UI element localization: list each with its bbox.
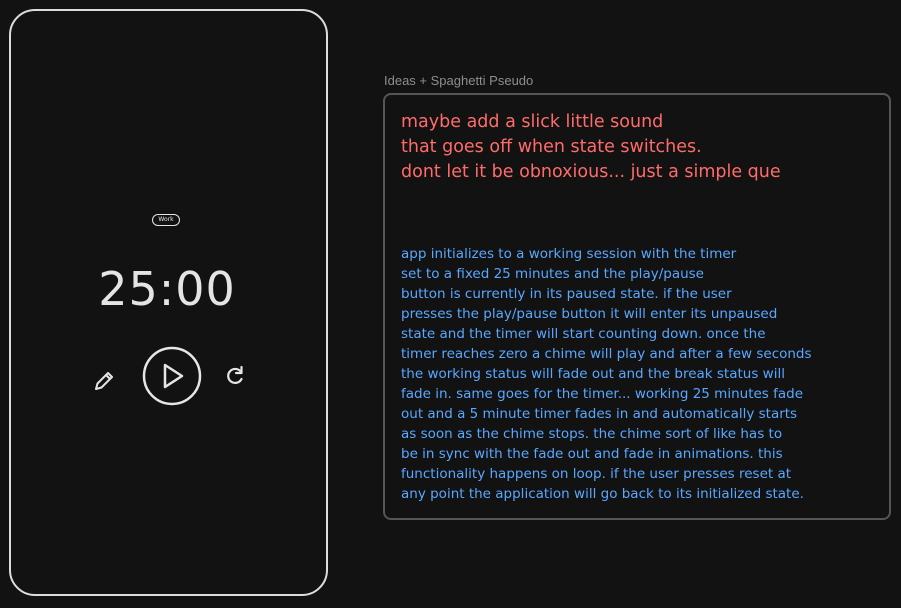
pseudo-line: set to a fixed 25 minutes and the play/p… <box>401 266 704 282</box>
timer-app-frame <box>9 9 328 596</box>
pseudo-line: app initializes to a working session wit… <box>401 246 737 262</box>
pseudo-line: button is currently in its paused state.… <box>401 286 732 302</box>
notes-textarea[interactable]: maybe add a slick little sound that goes… <box>383 93 891 520</box>
status-badge: Work <box>152 214 180 226</box>
play-pause-button[interactable] <box>141 345 203 407</box>
pseudo-text: app initializes to a working session wit… <box>401 244 812 504</box>
idea-line: that goes off when state switches. <box>401 137 702 157</box>
pseudo-line: timer reaches zero a chime will play and… <box>401 346 812 362</box>
pseudo-line: state and the timer will start counting … <box>401 326 766 342</box>
play-icon <box>142 346 202 406</box>
pseudo-line: be in sync with the fade out and fade in… <box>401 446 783 462</box>
edit-button[interactable] <box>91 368 117 394</box>
idea-text: maybe add a slick little sound that goes… <box>401 110 781 185</box>
pseudo-line: out and a 5 minute timer fades in and au… <box>401 406 798 422</box>
pencil-icon <box>95 372 113 390</box>
pseudo-line: as soon as the chime stops. the chime so… <box>401 426 783 442</box>
timer-display: 25:00 <box>98 262 236 316</box>
reset-icon <box>227 365 243 384</box>
reset-button[interactable] <box>222 363 248 389</box>
notes-label: Ideas + Spaghetti Pseudo <box>384 73 534 88</box>
pseudo-line: presses the play/pause button it will en… <box>401 306 778 322</box>
pseudo-line: any point the application will go back t… <box>401 486 804 502</box>
pseudo-line: functionality happens on loop. if the us… <box>401 466 792 482</box>
pseudo-line: the working status will fade out and the… <box>401 366 785 382</box>
pseudo-line: fade in. same goes for the timer... work… <box>401 386 804 402</box>
idea-line: dont let it be obnoxious... just a simpl… <box>401 162 781 182</box>
idea-line: maybe add a slick little sound <box>401 112 664 132</box>
